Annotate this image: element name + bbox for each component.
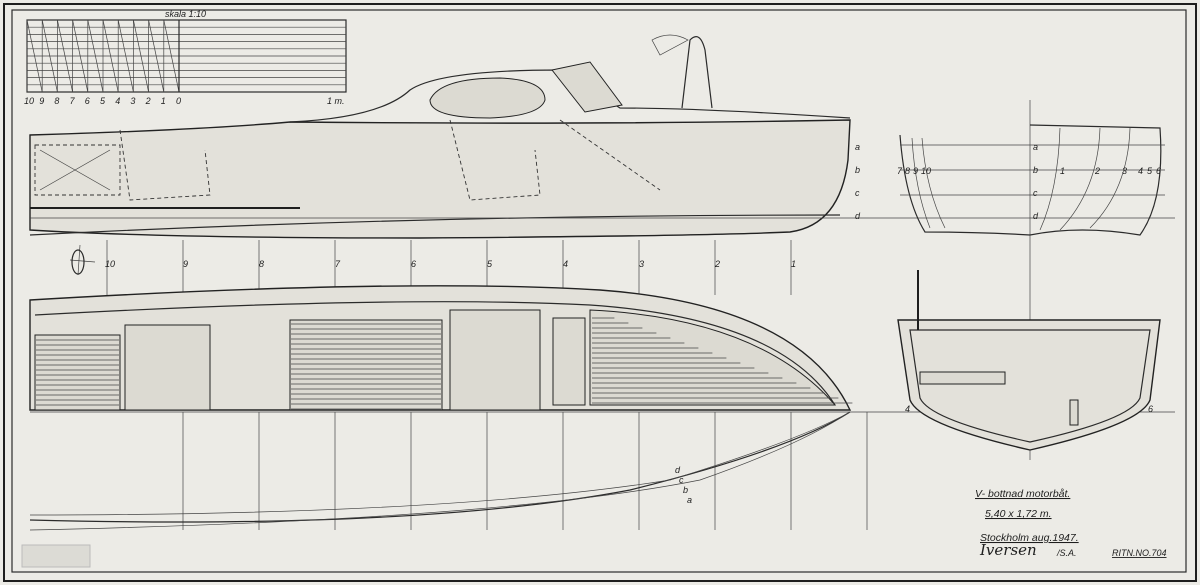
section-label-left: 4 bbox=[905, 404, 910, 414]
scale-tick-label: 5 bbox=[100, 96, 106, 106]
waterline-label: d bbox=[855, 211, 861, 221]
scale-tick-label: 10 bbox=[24, 96, 34, 106]
body-station-label: 6 bbox=[1156, 166, 1161, 176]
place-date: Stockholm aug.1947. bbox=[980, 532, 1079, 544]
body-station-label: 3 bbox=[1122, 166, 1127, 176]
waterline-label: a bbox=[687, 495, 692, 505]
station-label: 1 bbox=[791, 259, 796, 269]
waterline-label: c bbox=[855, 188, 860, 198]
body-station-label: 4 bbox=[1138, 166, 1143, 176]
body-station-label: 8 bbox=[905, 166, 910, 176]
waterline-label: d bbox=[1033, 211, 1039, 221]
station-label: 2 bbox=[714, 259, 720, 269]
scale-diagonal bbox=[117, 19, 134, 93]
drawing-number: RITN.NO.704 bbox=[1112, 548, 1167, 558]
scale-tick-label: 2 bbox=[145, 96, 151, 106]
scale-tick-label: 6 bbox=[85, 96, 90, 106]
waterline-label: c bbox=[679, 475, 684, 485]
waterline-label: d bbox=[675, 465, 681, 475]
station-label: 10 bbox=[105, 259, 115, 269]
body-station-label: 7 bbox=[897, 166, 903, 176]
boat-dimensions: 5,40 x 1,72 m. bbox=[985, 508, 1052, 520]
station-label: 6 bbox=[411, 259, 416, 269]
section-label-right: 6 bbox=[1148, 404, 1153, 414]
scale-diagonal bbox=[163, 19, 180, 93]
scale-diagonal bbox=[87, 19, 104, 93]
station-label: 5 bbox=[487, 259, 493, 269]
waterline-label: b bbox=[855, 165, 860, 175]
body-station-label: 2 bbox=[1094, 166, 1100, 176]
title-block: V- bottnad motorbåt. 5,40 x 1,72 m. Stoc… bbox=[975, 488, 1167, 559]
scale-unit: 1 m. bbox=[327, 96, 345, 106]
scale-tick-label: 7 bbox=[70, 96, 76, 106]
waterline-label: a bbox=[1033, 142, 1038, 152]
scale-tick-label: 1 bbox=[161, 96, 166, 106]
designer-signature: Iversen bbox=[979, 541, 1037, 559]
body-station-label: 9 bbox=[913, 166, 918, 176]
inner-border bbox=[11, 9, 1187, 573]
waterline-label: b bbox=[683, 485, 688, 495]
body-station-label: 1 bbox=[1060, 166, 1065, 176]
station-label: 4 bbox=[563, 259, 568, 269]
initials: /S.A. bbox=[1056, 548, 1077, 558]
scale-tick-label: 4 bbox=[115, 96, 120, 106]
scale-tick-label: 3 bbox=[130, 96, 135, 106]
station-label: 8 bbox=[259, 259, 264, 269]
scale-tick-label: 9 bbox=[39, 96, 44, 106]
scale-diagonal bbox=[148, 19, 165, 93]
station-label: 9 bbox=[183, 259, 188, 269]
scale-diagonal bbox=[72, 19, 89, 93]
waterline-label: a bbox=[855, 142, 860, 152]
scale-diagonal bbox=[26, 19, 43, 93]
scale-title: skala 1:10 bbox=[165, 9, 206, 19]
waterline-label: c bbox=[1033, 188, 1038, 198]
profile-view: a b c d bbox=[29, 34, 1175, 276]
scale-diagonal bbox=[102, 19, 119, 93]
drawing-title: V- bottnad motorbåt. bbox=[975, 488, 1070, 500]
station-label: 7 bbox=[335, 259, 341, 269]
waterline-label: b bbox=[1033, 165, 1038, 175]
scale-diagonal bbox=[41, 19, 58, 93]
archive-stamp bbox=[21, 544, 91, 568]
scale-tick-label: 0 bbox=[176, 96, 181, 106]
outer-border bbox=[3, 3, 1197, 582]
body-station-label: 5 bbox=[1147, 166, 1153, 176]
scale-diagonal bbox=[57, 19, 73, 93]
scale-tick-label: 8 bbox=[54, 96, 59, 106]
body-station-label: 10 bbox=[921, 166, 931, 176]
station-label: 3 bbox=[639, 259, 644, 269]
scale-diagonal bbox=[133, 19, 149, 93]
